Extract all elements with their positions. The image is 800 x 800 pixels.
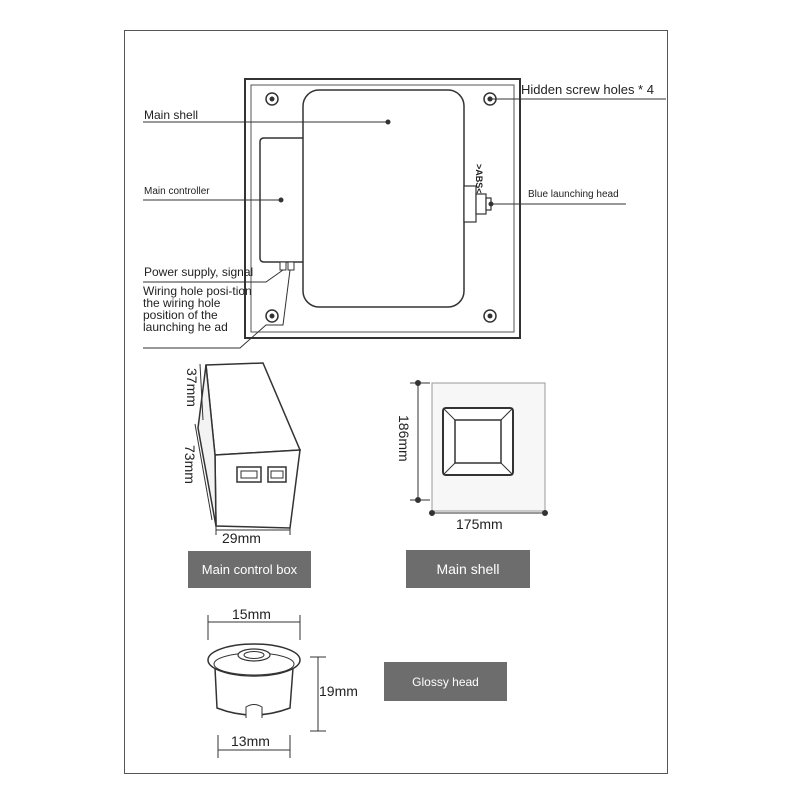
shell-dims (410, 380, 548, 516)
abs-mark: >ABS< (474, 164, 484, 194)
screw-hole-br (483, 309, 497, 323)
label-main-shell: Main shell (144, 108, 199, 122)
shell-front-view (431, 382, 546, 512)
control-box-3d (197, 362, 302, 529)
panel-plate-inner (250, 84, 515, 333)
glossy-head-drawing (207, 643, 301, 718)
diagram-frame (124, 30, 668, 774)
dim-head-height: 19mm (319, 683, 358, 699)
panel-plate (244, 78, 521, 339)
control-box-dims (194, 363, 291, 535)
dim-shell-height: 186mm (396, 415, 412, 462)
label-wiring-hole: Wiring hole posi-tion the wiring hole po… (143, 284, 252, 334)
tag-main-control-box: Main control box (188, 551, 311, 588)
dim-shell-width: 175mm (456, 516, 503, 532)
dim-box-width: 29mm (222, 530, 261, 546)
dim-head-top-width: 15mm (232, 606, 271, 622)
callout-lines (143, 96, 666, 349)
dim-box-depth: 37mm (184, 368, 200, 407)
tag-main-shell: Main shell (406, 550, 530, 588)
label-blue-launching-head: Blue launching head (528, 189, 619, 200)
label-power-supply-signal: Power supply, signal (144, 265, 254, 279)
screw-hole-bl (265, 309, 279, 323)
tag-glossy-head: Glossy head (384, 662, 507, 701)
screw-hole-tl (265, 92, 279, 106)
label-main-controller: Main controller (144, 186, 210, 197)
wiring-terminals (279, 261, 295, 271)
dim-box-height: 73mm (182, 445, 198, 484)
label-hidden-screw-holes: Hidden screw holes * 4 (521, 82, 654, 97)
main-shell-body (302, 89, 465, 308)
glossy-head-dims (207, 615, 326, 758)
dim-head-bottom-width: 13mm (231, 733, 270, 749)
